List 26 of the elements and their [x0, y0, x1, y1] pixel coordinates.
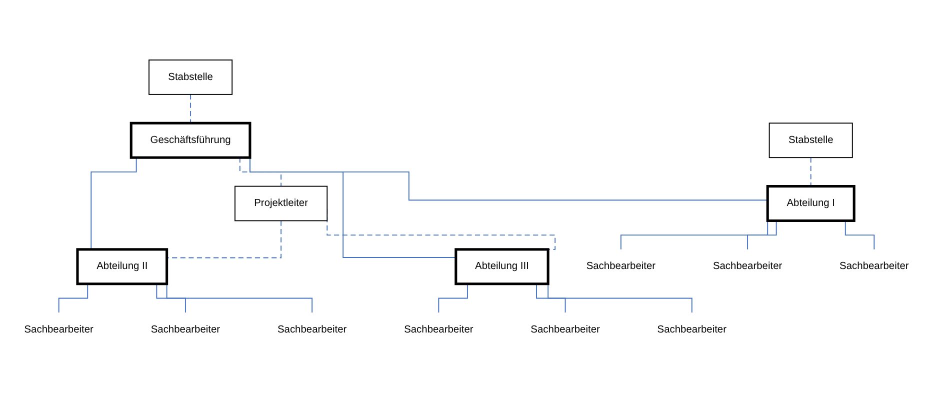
connector — [536, 283, 566, 314]
node-box: Geschäftsführung — [130, 122, 252, 159]
node-text: Sachbearbeiter — [530, 324, 600, 335]
node-box: Stabstelle — [768, 122, 853, 158]
node-box: Stabstelle — [148, 60, 233, 95]
connector — [156, 283, 186, 314]
connector — [239, 157, 282, 187]
connector — [844, 220, 875, 250]
connector — [810, 157, 812, 187]
connector — [58, 283, 88, 314]
node-box: Projektleiter — [234, 186, 328, 222]
node-box: Abteilung I — [766, 185, 856, 222]
node-text: Sachbearbeiter — [657, 324, 727, 335]
node-text: Sachbearbeiter — [712, 260, 782, 272]
node-box: Abteilung III — [454, 248, 550, 286]
node-text: Sachbearbeiter — [586, 260, 656, 272]
node-text: Sachbearbeiter — [24, 324, 94, 335]
node-text: Sachbearbeiter — [840, 260, 909, 272]
node-box: Abteilung II — [76, 248, 168, 286]
connector — [190, 94, 192, 124]
node-text: Sachbearbeiter — [277, 324, 347, 335]
node-text: Sachbearbeiter — [150, 324, 220, 335]
connector — [747, 220, 777, 250]
connector — [438, 283, 468, 314]
connector — [166, 220, 282, 258]
node-text: Sachbearbeiter — [404, 324, 474, 335]
